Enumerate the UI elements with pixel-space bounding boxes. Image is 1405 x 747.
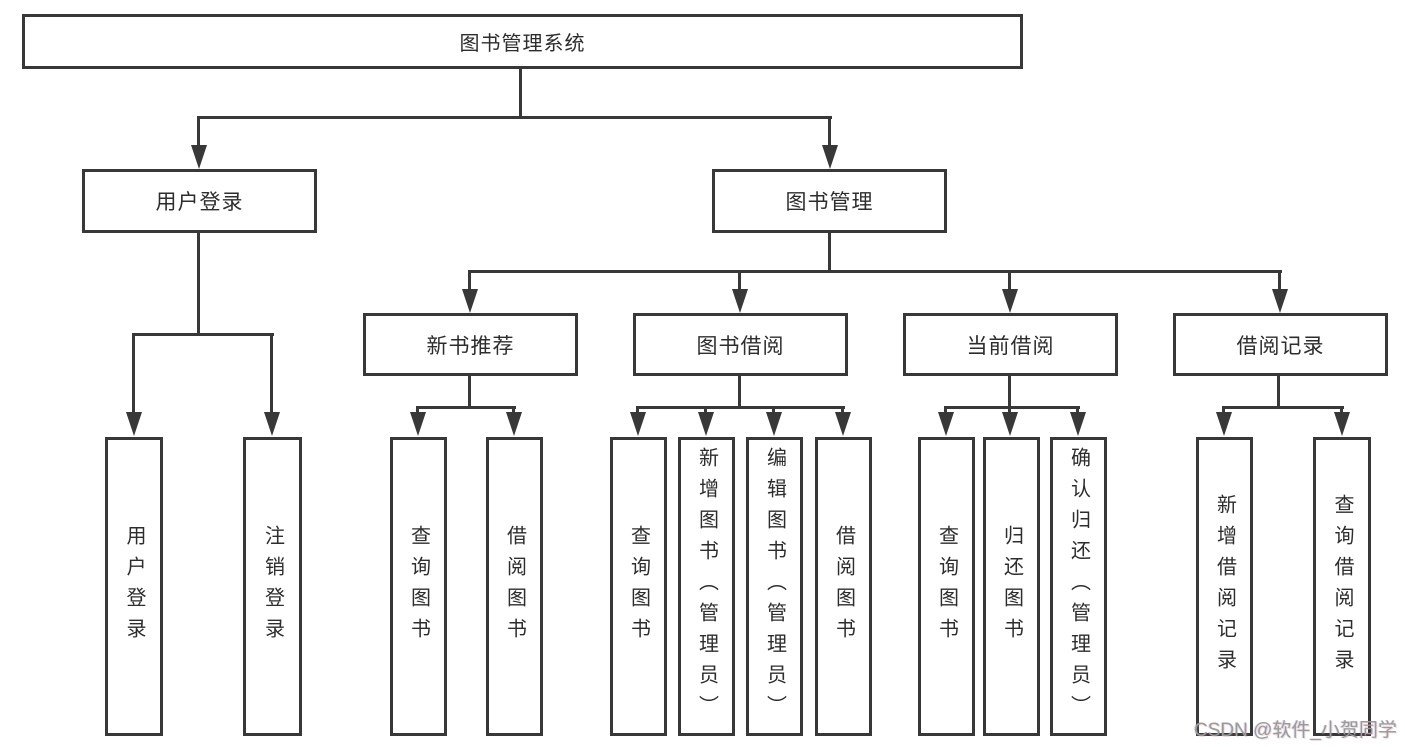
- arrowhead-icon: [822, 145, 838, 169]
- leaf-add-book-admin: 新增图书（管理员）: [678, 437, 735, 736]
- leaf-add-borrow-record: 新增借阅记录: [1196, 437, 1253, 736]
- leaf-borrow-books-recommend: 借阅图书: [486, 437, 543, 736]
- connector: [416, 406, 419, 415]
- connector: [519, 66, 522, 119]
- arrowhead-icon: [732, 289, 748, 313]
- connector: [416, 406, 516, 409]
- connector: [197, 116, 200, 148]
- leaf-query-books-borrow: 查询图书: [610, 437, 667, 736]
- arrowhead-icon: [462, 289, 478, 313]
- arrowhead-icon: [938, 412, 954, 436]
- connector: [512, 406, 515, 415]
- connector: [841, 406, 844, 415]
- arrowhead-icon: [1002, 289, 1018, 313]
- arrowhead-icon: [698, 412, 714, 436]
- arrowhead-icon: [126, 412, 142, 436]
- leaf-query-books-current: 查询图书: [918, 437, 975, 736]
- connector: [197, 230, 200, 336]
- arrowhead-icon: [506, 412, 522, 436]
- connector: [1278, 270, 1281, 292]
- arrowhead-icon: [1216, 412, 1232, 436]
- arrowhead-icon: [835, 412, 851, 436]
- connector: [738, 270, 741, 292]
- node-book-borrowing: 图书借阅: [633, 313, 848, 376]
- connector: [468, 374, 471, 408]
- node-user-login: 用户登录: [82, 169, 317, 233]
- node-library-management-system: 图书管理系统: [22, 14, 1023, 69]
- connector: [468, 270, 1282, 273]
- connector: [636, 406, 639, 415]
- connector: [772, 406, 775, 415]
- connector: [1008, 270, 1011, 292]
- leaf-edit-book-admin: 编辑图书（管理员）: [746, 437, 803, 736]
- leaf-user-login: 用户登录: [105, 437, 163, 736]
- node-new-book-recommendation: 新书推荐: [363, 313, 578, 376]
- leaf-borrow-books: 借阅图书: [815, 437, 872, 736]
- connector: [704, 406, 707, 415]
- connector: [132, 333, 274, 336]
- csdn-watermark: CSDN @软件_小贺同学: [1194, 720, 1397, 741]
- connector: [636, 406, 845, 409]
- connector: [468, 270, 471, 292]
- connector: [828, 116, 831, 148]
- arrowhead-icon: [766, 412, 782, 436]
- node-book-management: 图书管理: [712, 169, 947, 233]
- arrowhead-icon: [1070, 412, 1086, 436]
- leaf-query-borrow-record: 查询借阅记录: [1313, 437, 1371, 736]
- connector: [197, 116, 832, 119]
- connector: [828, 230, 831, 272]
- connector: [1222, 406, 1344, 409]
- connector: [1222, 406, 1225, 415]
- connector: [132, 333, 135, 415]
- leaf-logout: 注销登录: [243, 437, 302, 736]
- node-current-borrowing: 当前借阅: [903, 313, 1118, 376]
- arrowhead-icon: [410, 412, 426, 436]
- arrowhead-icon: [264, 412, 280, 436]
- connector: [738, 374, 741, 408]
- arrowhead-icon: [630, 412, 646, 436]
- connector: [1277, 374, 1280, 408]
- arrowhead-icon: [191, 145, 207, 169]
- arrowhead-icon: [1334, 412, 1350, 436]
- arrowhead-icon: [1002, 412, 1018, 436]
- connector: [1340, 406, 1343, 415]
- connector: [1008, 406, 1011, 415]
- leaf-confirm-return-admin: 确认归还（管理员）: [1050, 437, 1107, 736]
- arrowhead-icon: [1272, 289, 1288, 313]
- leaf-query-books-recommend: 查询图书: [390, 437, 447, 736]
- connector: [944, 406, 1080, 409]
- node-borrowing-records: 借阅记录: [1173, 313, 1388, 376]
- connector: [270, 333, 273, 415]
- connector: [1076, 406, 1079, 415]
- connector: [1008, 374, 1011, 408]
- leaf-return-book: 归还图书: [983, 437, 1040, 736]
- connector: [944, 406, 947, 415]
